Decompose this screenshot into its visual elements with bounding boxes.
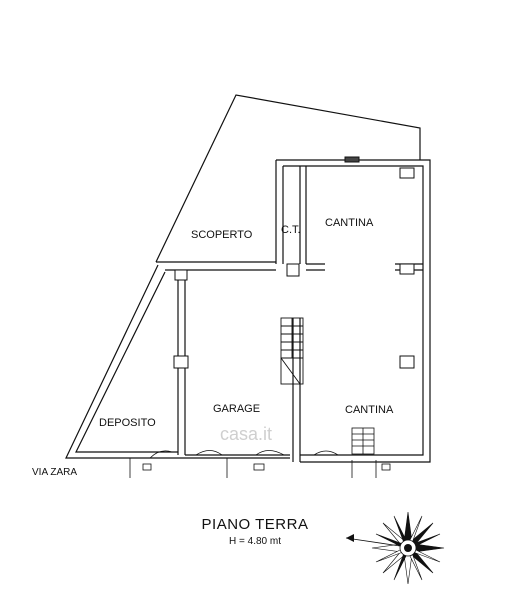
watermark-text: casa.it (220, 424, 272, 444)
entry-steps (351, 427, 375, 455)
room-label-cantina-upper: CANTINA (325, 217, 374, 229)
building-walls (126, 159, 431, 463)
staircase (280, 317, 304, 385)
room-label-cantina-lower: CANTINA (345, 404, 394, 416)
room-label-deposito: DEPOSITO (99, 417, 156, 429)
pilasters (173, 156, 415, 369)
street-ticks (129, 450, 391, 478)
compass-rose-icon (345, 511, 445, 585)
floor-title: PIANO TERRA (201, 516, 309, 533)
street-label: VIA ZARA (32, 467, 77, 478)
room-label-ct: C.T. (281, 224, 301, 236)
floor-height: H = 4.80 mt (229, 536, 281, 547)
room-label-garage: GARAGE (213, 403, 260, 415)
courtyard-boundary (155, 94, 421, 263)
deposito-outer-wall (65, 264, 159, 459)
room-label-scoperto: SCOPERTO (191, 229, 253, 241)
